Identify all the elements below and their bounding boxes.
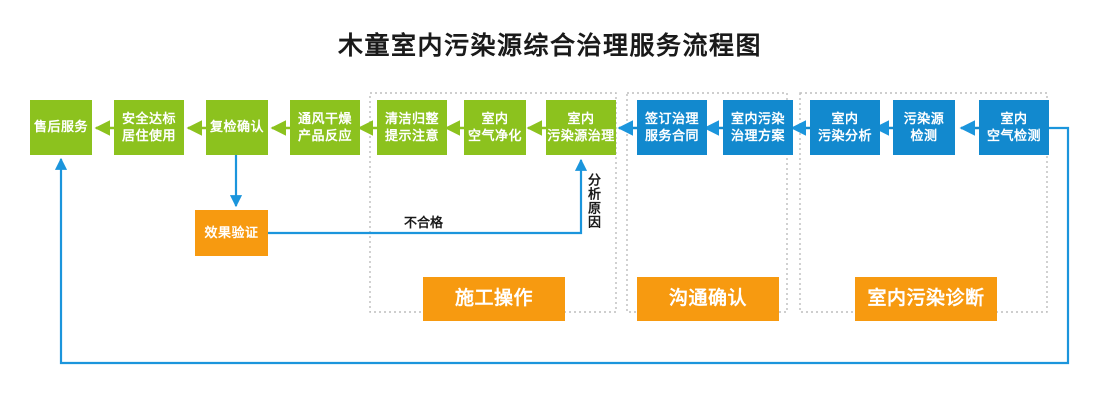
phase-label: 沟通确认 xyxy=(668,287,747,309)
node-ventilate-dry-react[interactable]: 通风干燥产品反应 xyxy=(290,100,360,155)
node-label: 室内污染源治理 xyxy=(547,110,615,143)
node-indoor-air-purify[interactable]: 室内空气净化 xyxy=(464,100,526,155)
phase-region-communication-confirm xyxy=(626,92,788,313)
edge-label-analyze-cause: 分析原因 xyxy=(586,173,601,229)
phase-band-communication-confirm[interactable]: 沟通确认 xyxy=(637,277,779,321)
node-recheck-confirm[interactable]: 复检确认 xyxy=(206,100,268,155)
node-pollution-treat-plan[interactable]: 室内污染治理方案 xyxy=(723,100,793,155)
page-title: 木童室内污染源综合治理服务流程图 xyxy=(337,32,762,60)
phase-region-construction-operation xyxy=(369,92,617,313)
node-label: 签订治理服务合同 xyxy=(644,110,699,143)
phase-band-construction-operation[interactable]: 施工操作 xyxy=(423,277,565,321)
node-label: 污染源检测 xyxy=(903,110,945,143)
edge-bottom-return-loop xyxy=(54,126,1070,365)
node-label: 售后服务 xyxy=(33,119,88,135)
node-label: 室内污染治理方案 xyxy=(730,110,785,143)
node-label: 室内空气净化 xyxy=(467,110,522,143)
phase-region-indoor-pollution-diagnosis xyxy=(799,92,1048,313)
node-label: 室内污染分析 xyxy=(817,110,872,143)
node-label: 效果验证 xyxy=(204,224,259,240)
node-indoor-pollution-analysis[interactable]: 室内污染分析 xyxy=(810,100,880,155)
edge-label-fail: 不合格 xyxy=(404,215,444,230)
phase-label: 施工操作 xyxy=(454,287,533,309)
node-label: 通风干燥产品反应 xyxy=(297,110,352,143)
node-sign-service-contract[interactable]: 签订治理服务合同 xyxy=(637,100,707,155)
phase-label: 室内污染诊断 xyxy=(867,287,985,309)
node-clean-tidy-notice[interactable]: 清洁归整提示注意 xyxy=(377,100,447,155)
node-safe-standard-living[interactable]: 安全达标居住使用 xyxy=(114,100,184,155)
node-label: 清洁归整提示注意 xyxy=(384,110,439,143)
phase-band-indoor-pollution-diagnosis[interactable]: 室内污染诊断 xyxy=(855,277,997,321)
node-effect-verification[interactable]: 效果验证 xyxy=(195,210,268,256)
node-pollution-source-test[interactable]: 污染源检测 xyxy=(893,100,955,155)
node-indoor-source-treatment[interactable]: 室内污染源治理 xyxy=(546,100,616,155)
node-label: 安全达标居住使用 xyxy=(121,110,176,143)
node-after-sales-service[interactable]: 售后服务 xyxy=(30,100,92,155)
node-label: 复检确认 xyxy=(209,119,264,135)
edge-verification-fail-loop xyxy=(268,158,588,235)
node-indoor-air-test[interactable]: 室内空气检测 xyxy=(979,100,1049,155)
node-label: 室内空气检测 xyxy=(986,110,1041,143)
